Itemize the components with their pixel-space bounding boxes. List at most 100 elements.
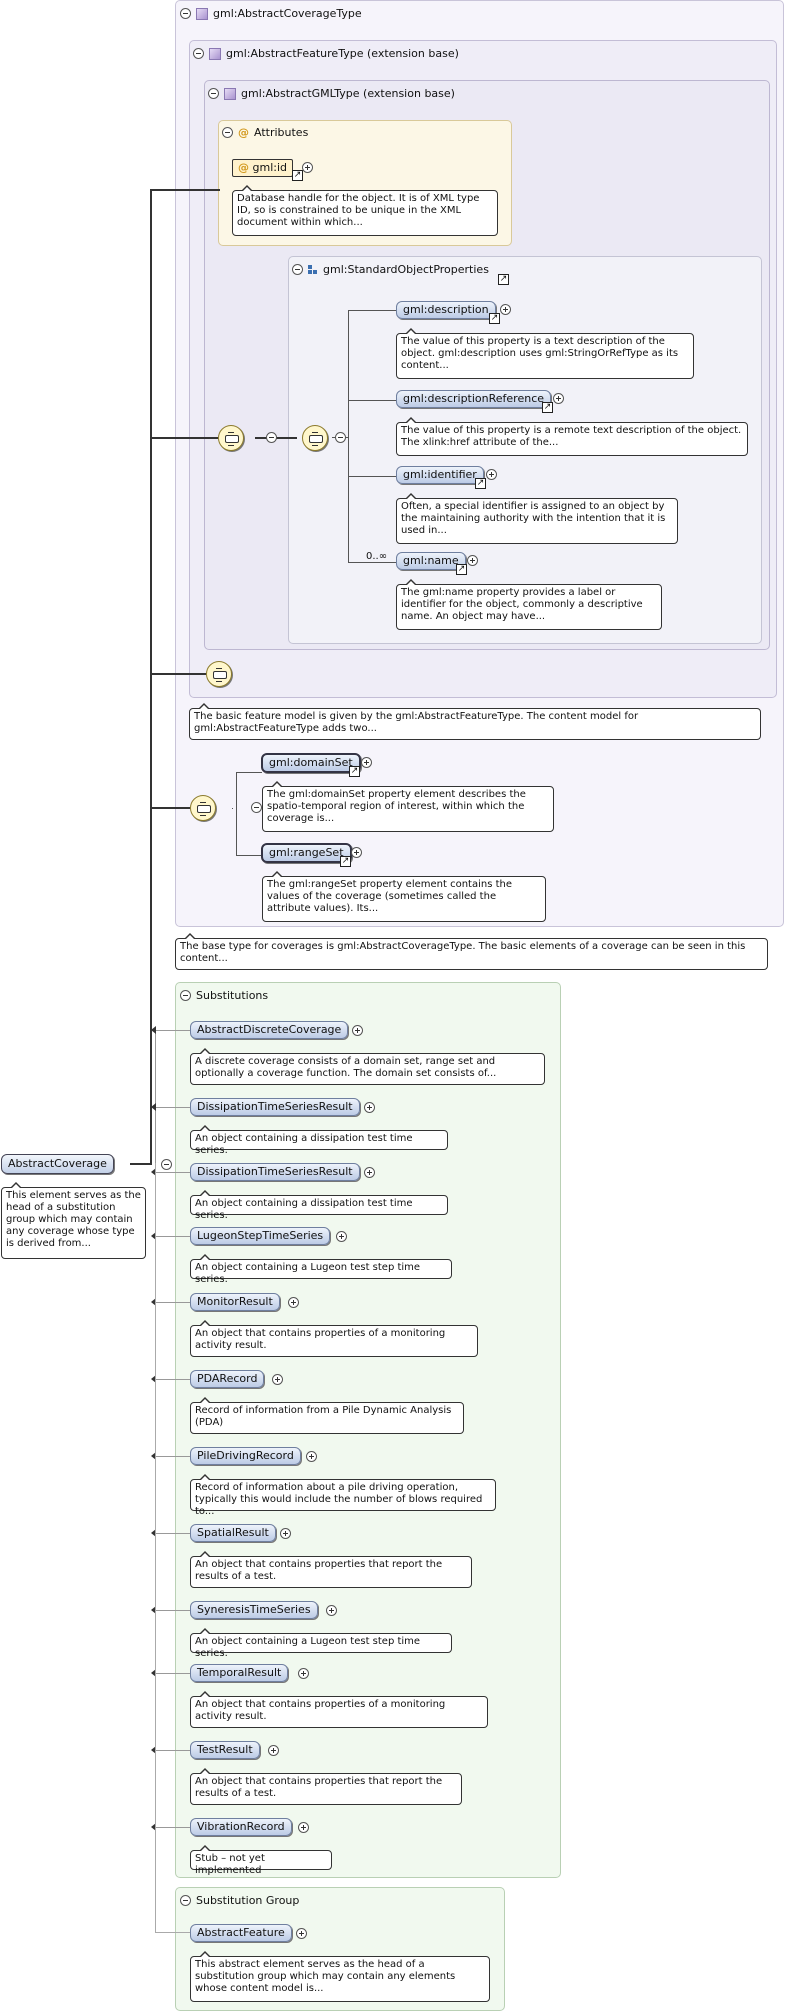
abstract-gml-type-title: gml:AbstractGMLType (extension base): [241, 87, 455, 100]
connector-line: [348, 400, 396, 401]
attributes-header[interactable]: @ Attributes: [222, 126, 308, 139]
substitutions-header[interactable]: Substitutions: [180, 989, 268, 1002]
standard-object-properties-header[interactable]: gml:StandardObjectProperties: [292, 263, 489, 276]
abstract-gml-type-header[interactable]: gml:AbstractGMLType (extension base): [208, 87, 455, 100]
substitution-annotation: An object containing a dissipation test …: [190, 1190, 448, 1221]
expand-icon[interactable]: [306, 1451, 317, 1462]
expand-icon[interactable]: [326, 1605, 337, 1616]
gml-name-annotation: The gml:name property provides a label o…: [396, 579, 662, 630]
reference-link-icon[interactable]: [349, 766, 360, 777]
gml-description-reference-element[interactable]: gml:descriptionReference: [396, 390, 552, 408]
sequence-compositor-icon[interactable]: [190, 795, 216, 821]
reference-link-icon[interactable]: [498, 274, 509, 285]
expand-icon[interactable]: [298, 1668, 309, 1679]
substitution-element[interactable]: PDARecord: [190, 1370, 265, 1388]
substitution-annotation: Record of information about a pile drivi…: [190, 1474, 496, 1517]
expand-icon[interactable]: [364, 1167, 375, 1178]
substitution-group-header[interactable]: Substitution Group: [180, 1894, 299, 1907]
sequence-compositor-icon[interactable]: [302, 425, 328, 451]
expand-icon[interactable]: [336, 1231, 347, 1242]
connector-line: [348, 562, 396, 563]
abstract-coverage-root-element[interactable]: AbstractCoverage: [1, 1154, 114, 1174]
substitution-arrow-icon: [151, 1375, 156, 1383]
connector-line: [156, 1107, 190, 1108]
substitution-arrow-icon: [151, 1452, 156, 1460]
connector-line: [236, 772, 237, 856]
expand-icon[interactable]: [351, 847, 362, 858]
complex-type-icon: [196, 7, 208, 20]
expand-icon[interactable]: [268, 1745, 279, 1756]
abstract-feature-element[interactable]: AbstractFeature: [190, 1924, 292, 1942]
collapse-icon[interactable]: [160, 1159, 172, 1170]
gml-description-annotation: The value of this property is a text des…: [396, 328, 694, 379]
expand-icon[interactable]: [296, 1928, 307, 1939]
collapse-icon[interactable]: [180, 990, 191, 1001]
substitution-element[interactable]: LugeonStepTimeSeries: [190, 1227, 331, 1245]
sequence-compositor-icon[interactable]: [218, 425, 244, 451]
expand-icon[interactable]: [364, 1102, 375, 1113]
gml-identifier-element[interactable]: gml:identifier: [396, 466, 484, 484]
gml-range-set-annotation: The gml:rangeSet property element contai…: [262, 871, 546, 922]
expand-icon[interactable]: [272, 1374, 283, 1385]
gml-name-element[interactable]: gml:name: [396, 552, 466, 570]
connector-line: [156, 1030, 190, 1031]
collapse-icon[interactable]: [251, 802, 262, 813]
expand-icon[interactable]: [288, 1297, 299, 1308]
collapse-icon[interactable]: [180, 1895, 191, 1906]
reference-link-icon[interactable]: [475, 478, 486, 489]
substitution-element[interactable]: TestResult: [190, 1741, 260, 1759]
expand-icon[interactable]: [280, 1528, 291, 1539]
collapse-icon[interactable]: [335, 432, 346, 443]
abstract-feature-type-header[interactable]: gml:AbstractFeatureType (extension base): [193, 47, 459, 60]
reference-link-icon[interactable]: [489, 313, 500, 324]
substitution-element[interactable]: DissipationTimeSeriesResult: [190, 1163, 360, 1181]
connector-line: [156, 1302, 190, 1303]
collapse-icon[interactable]: [265, 432, 277, 443]
reference-link-icon[interactable]: [542, 402, 553, 413]
abstract-feature-annotation: This abstract element serves as the head…: [190, 1951, 490, 2002]
attribute-icon: @: [238, 161, 249, 174]
gml-range-set-element[interactable]: gml:rangeSet: [261, 843, 352, 863]
collapse-icon[interactable]: [193, 48, 204, 59]
reference-link-icon[interactable]: [292, 170, 303, 181]
substitutions-title: Substitutions: [196, 989, 269, 1002]
collapse-icon[interactable]: [222, 127, 233, 138]
gml-description-element[interactable]: gml:description: [396, 301, 496, 319]
gml-id-annotation: Database handle for the object. It is of…: [232, 185, 498, 236]
reference-link-icon[interactable]: [456, 564, 467, 575]
expand-icon[interactable]: [361, 757, 372, 768]
attributes-title: Attributes: [254, 126, 309, 139]
expand-icon[interactable]: [302, 162, 313, 173]
substitution-element[interactable]: VibrationRecord: [190, 1818, 292, 1836]
expand-icon[interactable]: [500, 304, 511, 315]
collapse-icon[interactable]: [208, 88, 219, 99]
expand-icon[interactable]: [486, 469, 497, 480]
sequence-compositor-icon[interactable]: [206, 661, 232, 687]
connector-line: [156, 1827, 190, 1828]
abstract-feature-type-annotation: The basic feature model is given by the …: [189, 703, 761, 740]
gml-id-attribute[interactable]: @ gml:id: [232, 159, 293, 177]
connector-line: [236, 855, 262, 856]
connector-line: [150, 190, 152, 1163]
gml-domain-set-element[interactable]: gml:domainSet: [261, 753, 361, 773]
substitution-element[interactable]: AbstractDiscreteCoverage: [190, 1021, 349, 1039]
abstract-coverage-type-header[interactable]: gml:AbstractCoverageType: [180, 7, 362, 20]
substitution-element[interactable]: TemporalResult: [190, 1664, 289, 1682]
substitution-element[interactable]: DissipationTimeSeriesResult: [190, 1098, 360, 1116]
substitution-element[interactable]: PileDrivingRecord: [190, 1447, 301, 1465]
expand-icon[interactable]: [467, 555, 478, 566]
substitution-element[interactable]: SyneresisTimeSeries: [190, 1601, 318, 1619]
collapse-icon[interactable]: [180, 8, 191, 19]
collapse-icon[interactable]: [292, 264, 303, 275]
connector-line: [150, 807, 190, 809]
substitution-element[interactable]: MonitorResult: [190, 1293, 280, 1311]
substitution-arrow-icon: [151, 1606, 156, 1614]
substitution-element[interactable]: SpatialResult: [190, 1524, 276, 1542]
expand-icon[interactable]: [298, 1822, 309, 1833]
attribute-icon: @: [238, 126, 249, 139]
expand-icon[interactable]: [553, 393, 564, 404]
connector-line: [232, 808, 233, 809]
expand-icon[interactable]: [352, 1025, 363, 1036]
substitution-arrow-icon: [151, 1298, 156, 1306]
reference-link-icon[interactable]: [340, 856, 351, 867]
